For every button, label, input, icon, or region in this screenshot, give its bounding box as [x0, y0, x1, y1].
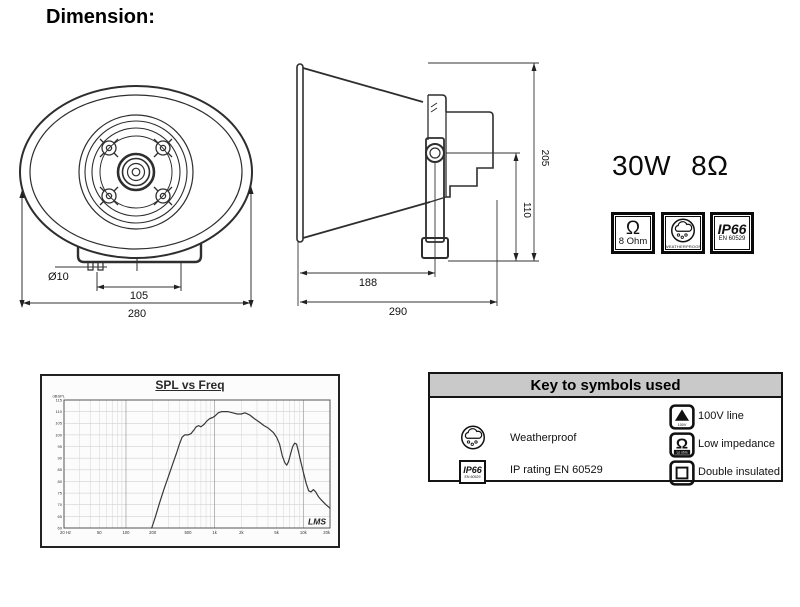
ip66-icon: IP66 EN 60529	[459, 460, 486, 484]
weatherproof-badge-inner: WEATHERPROOF	[665, 216, 701, 250]
svg-text:20 Hz: 20 Hz	[60, 530, 71, 535]
front-view-dimension-lines	[19, 186, 254, 308]
low-impedance-icon: Ω Lo ohm	[669, 432, 695, 458]
spl-frequency-plot: 60 65 70 75 80 85 90 95 100 105 110 115 20 Hz 50 100 20…	[53, 394, 331, 536]
side-view-horn	[296, 63, 494, 243]
svg-text:90: 90	[58, 456, 63, 461]
ip-rating-badge-inner: IP66 EN 60529	[714, 216, 750, 250]
impedance-badge-inner: Ω 8 Ohm	[615, 216, 651, 250]
svg-text:80: 80	[58, 479, 63, 484]
svg-text:20k: 20k	[323, 530, 331, 535]
side-view-drawing: 205 110 188 290	[296, 62, 550, 318]
weatherproof-badge: WEATHERPROOF	[661, 212, 705, 254]
svg-text:50: 50	[97, 530, 102, 535]
side-view-dimension-lines	[297, 62, 539, 306]
front-view-screws	[99, 138, 173, 206]
svg-text:105: 105	[55, 421, 62, 426]
key-label-double-insulated: Double insulated	[698, 466, 780, 478]
svg-text:115: 115	[56, 397, 63, 402]
key-label-low-impedance: Low impedance	[698, 438, 776, 450]
front-dim-width: 280	[128, 308, 146, 320]
svg-text:dBSPL: dBSPL	[53, 394, 66, 399]
svg-text:65: 65	[58, 514, 63, 519]
svg-text:5k: 5k	[274, 530, 279, 535]
svg-text:500: 500	[184, 530, 192, 535]
chart-title: SPL vs Freq	[155, 378, 225, 392]
side-dim-depth: 290	[389, 306, 407, 318]
omega-icon: Ω	[625, 217, 641, 239]
arrowheads	[19, 186, 254, 308]
front-view-drawing: Ø10 105 280	[19, 85, 254, 320]
svg-text:10k: 10k	[300, 530, 308, 535]
weatherproof-icon	[671, 218, 695, 243]
impedance-badge: Ω 8 Ohm	[611, 212, 655, 254]
side-dim-height: 205	[539, 150, 550, 167]
page-title: Dimension:	[46, 6, 155, 28]
svg-text:2k: 2k	[239, 530, 244, 535]
svg-text:LMS: LMS	[308, 517, 326, 527]
svg-text:85: 85	[58, 467, 63, 472]
power-rating: 30W	[612, 150, 672, 181]
svg-text:75: 75	[58, 490, 63, 495]
spec-power-impedance: 30W 8Ω	[612, 150, 729, 182]
spl-chart-panel: SPL vs Freq 60 65 70 75 80 85 90 95 100 105 110 115…	[40, 374, 340, 548]
side-dim-mouth-to-bracket: 188	[359, 277, 377, 289]
svg-text:100: 100	[122, 530, 130, 535]
key-label-100v-line: 100V line	[698, 410, 744, 422]
key-label-weatherproof: Weatherproof	[510, 432, 577, 444]
ip-rating-value: IP66	[717, 221, 747, 237]
arrowheads	[300, 63, 537, 305]
ip66-icon-rating: IP66	[463, 464, 482, 475]
svg-text:1k: 1k	[212, 530, 217, 535]
key-label-ip-rating: IP rating EN 60529	[510, 464, 603, 476]
front-dim-spacing: 105	[130, 290, 148, 302]
svg-text:100: 100	[55, 432, 62, 437]
key-to-symbols-panel: Key to symbols used Weatherproof IP66 EN…	[428, 372, 783, 486]
ip-rating-standard: EN 60529	[718, 236, 746, 242]
ip-rating-badge: IP66 EN 60529	[710, 212, 754, 254]
weatherproof-badge-label: WEATHERPROOF	[665, 244, 701, 249]
ip66-icon-standard: EN 60529	[464, 474, 481, 479]
omega-icon: Ω	[676, 435, 688, 452]
100v-line-icon: 100V	[669, 404, 695, 430]
double-insulated-icon	[669, 460, 695, 486]
key-panel-header: Key to symbols used	[430, 374, 781, 398]
impedance-rating: 8Ω	[691, 150, 729, 181]
100v-icon-sub: 100V	[678, 423, 687, 427]
side-dim-bracket: 110	[521, 202, 532, 218]
impedance-badge-label: 8 Ohm	[618, 235, 648, 247]
svg-text:110: 110	[56, 409, 63, 414]
svg-text:60: 60	[58, 525, 63, 530]
low-impedance-icon-sub: Lo ohm	[677, 451, 688, 455]
weatherproof-icon	[461, 425, 485, 450]
key-panel-body: Weatherproof IP66 EN 60529 IP rating EN …	[430, 398, 781, 486]
svg-text:200: 200	[149, 530, 157, 535]
svg-text:70: 70	[58, 502, 63, 507]
front-view-horn	[19, 85, 253, 259]
svg-text:95: 95	[58, 444, 63, 449]
front-dim-hole: Ø10	[48, 271, 69, 283]
